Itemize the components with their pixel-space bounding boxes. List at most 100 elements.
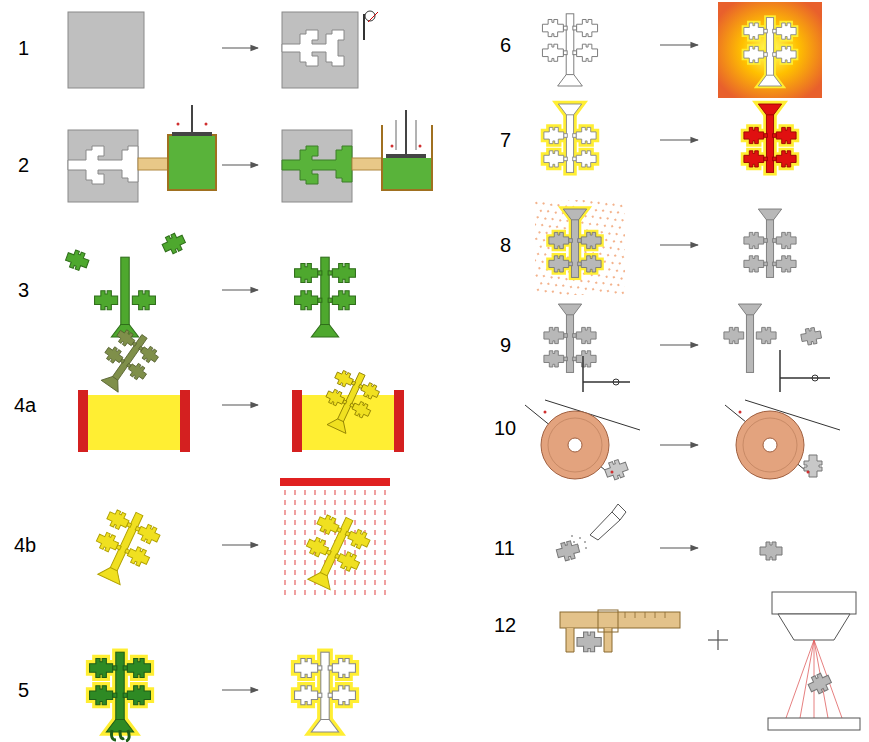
stucco-rain	[84, 478, 390, 600]
wax-tree-assembly-part	[295, 257, 356, 337]
inspection-part-part	[665, 612, 666, 618]
shell-firing-part	[542, 14, 597, 86]
wax-injector-part	[416, 120, 417, 150]
grinding-wheel-part	[743, 418, 797, 472]
inspection-part-part	[635, 612, 636, 618]
inspection-part	[566, 628, 574, 652]
dewax	[90, 652, 356, 741]
wax-injector-part	[205, 123, 208, 126]
wax-injector-part	[282, 130, 352, 202]
wax-injector-part	[386, 154, 426, 158]
wax-tree-assembly	[64, 231, 356, 337]
wax-injector	[68, 105, 432, 202]
grinding-wheel-part	[804, 455, 822, 477]
wax-injector-part	[405, 110, 407, 154]
cut-off-part	[800, 327, 822, 346]
grinding-wheel-part	[807, 471, 810, 474]
cut-off-part	[812, 375, 818, 381]
grinding-wheel-part	[541, 411, 609, 479]
shell-knockout-part	[549, 209, 601, 277]
inspection-part	[768, 718, 860, 730]
step-number: 12	[494, 615, 516, 635]
inspection-part	[560, 612, 680, 628]
cut-off-part	[780, 377, 830, 379]
wax-injector-part	[172, 132, 212, 136]
wax-injector-part	[138, 158, 168, 170]
metal-pour-part	[544, 104, 596, 172]
dewax-part	[295, 652, 356, 732]
grinding-wheel-part	[548, 418, 602, 472]
cut-off-part	[779, 350, 781, 392]
cut-off-part	[544, 304, 596, 372]
stucco-rain-part	[84, 502, 164, 591]
inspection-part	[577, 632, 601, 652]
inspection-part-part	[786, 640, 814, 718]
sand-blast-part-part	[577, 545, 579, 547]
step-arrows-part	[222, 544, 258, 545]
wax-injector-part	[383, 158, 431, 189]
step-arrows-part	[660, 444, 698, 445]
slurry-dip-part	[315, 364, 383, 439]
sand-blast-part-part	[584, 541, 586, 543]
shell-firing-part	[744, 18, 796, 86]
grinding-wheel-part	[739, 411, 742, 414]
shell-firing-part	[744, 18, 796, 86]
step-arrows-part	[222, 47, 258, 48]
inspection-part	[717, 630, 718, 650]
step-number: 10	[494, 418, 516, 438]
sand-blast-part-part	[573, 541, 575, 543]
sand-blast	[555, 504, 782, 562]
cut-off	[544, 304, 830, 392]
slurry-dip-part	[78, 390, 88, 452]
grinding-wheel	[525, 400, 840, 482]
stucco-rain-part	[294, 507, 374, 596]
slurry-dip	[78, 323, 404, 452]
step-arrows-part	[222, 289, 258, 290]
stucco-rain-part	[280, 490, 390, 600]
inspection-part	[786, 640, 842, 718]
stucco-rain-part	[280, 478, 390, 486]
wax-injector-part	[68, 130, 138, 202]
slurry-dip-part	[91, 323, 164, 399]
wax-injector-part	[191, 105, 193, 135]
inspection-part	[806, 671, 834, 697]
sand-blast-part-part	[579, 537, 581, 539]
grinding-wheel-part	[611, 471, 614, 474]
inspection-part	[598, 610, 618, 632]
dewax-part	[295, 652, 356, 732]
step-number: 4b	[14, 535, 36, 555]
step-number: 8	[500, 235, 511, 255]
die-block-part	[282, 12, 358, 88]
inspection-part-part	[655, 612, 656, 618]
metal-pour-part	[744, 104, 796, 172]
sand-blast-part	[555, 539, 581, 562]
die-block	[68, 11, 378, 88]
dewax-part	[90, 652, 151, 732]
step-number: 6	[500, 35, 511, 55]
step-arrows-part	[222, 689, 258, 690]
wax-injector-part	[396, 120, 397, 150]
wax-injector-part	[282, 146, 352, 184]
wax-injector-part	[391, 145, 394, 148]
metal-pour-part	[744, 104, 796, 172]
dewax-part	[112, 730, 130, 741]
step-number: 2	[18, 155, 29, 175]
metal-pour-part	[544, 104, 596, 172]
metal-pour	[544, 104, 796, 172]
die-block-part	[368, 12, 378, 22]
grinding-wheel-part	[603, 457, 630, 481]
slurry-dip-part	[394, 390, 404, 452]
step-number: 9	[500, 335, 511, 355]
inspection-part-part	[645, 612, 646, 618]
sand-blast-part-part	[571, 535, 573, 537]
wax-injector-part	[352, 158, 382, 170]
step-number: 11	[494, 538, 515, 558]
die-block-part	[363, 14, 365, 40]
step-number: 4a	[14, 395, 36, 415]
slurry-dip-part	[292, 390, 302, 452]
grinding-wheel-part	[763, 438, 777, 452]
cut-off-part	[582, 356, 584, 392]
grinding-wheel-part	[544, 411, 547, 414]
